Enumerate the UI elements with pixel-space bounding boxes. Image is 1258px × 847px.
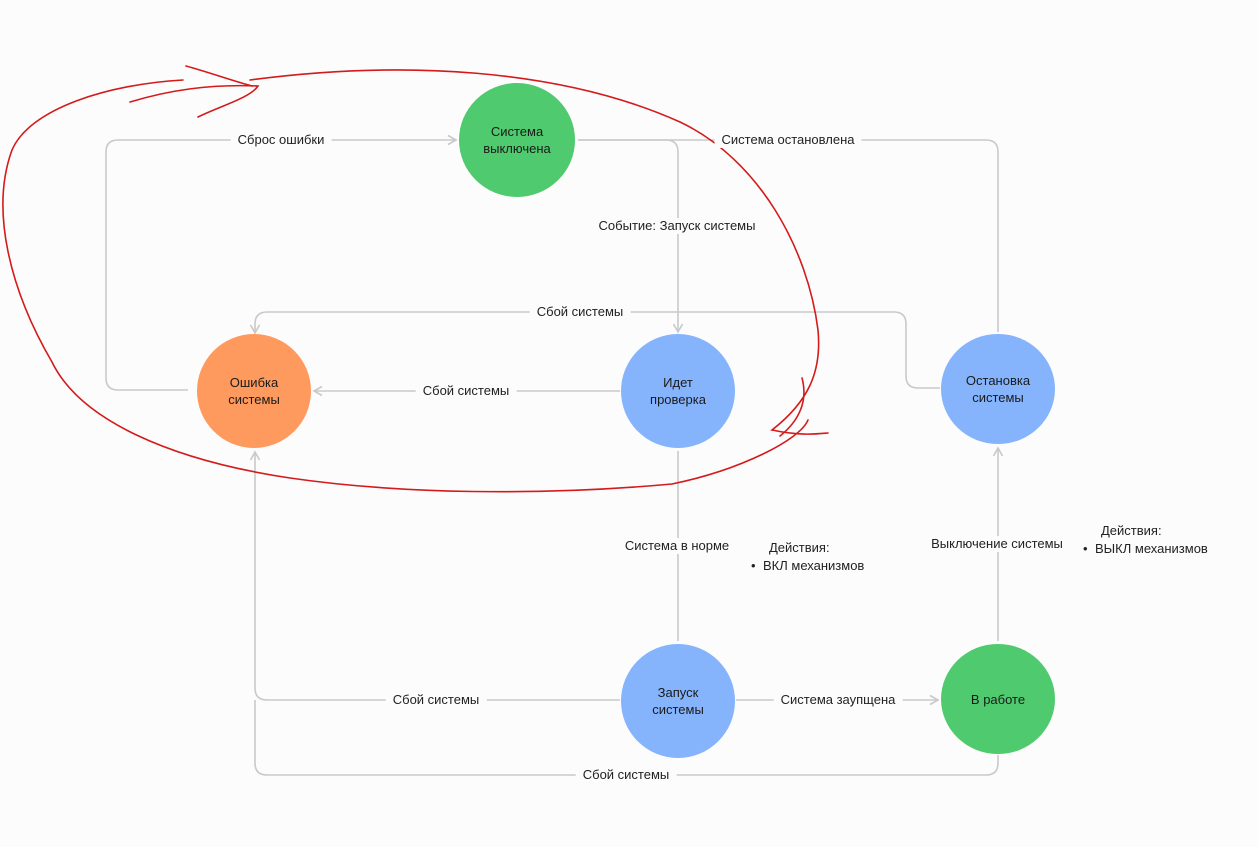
- label-system-started: Система заупщена: [773, 692, 903, 708]
- label-failure-check: Сбой системы: [415, 383, 517, 399]
- node-system-off[interactable]: Система выключена: [459, 83, 575, 197]
- node-system-start-line2: системы: [652, 702, 704, 717]
- edge-failure-start: [249, 450, 620, 701]
- note-actions-off: Действия: ВЫКЛ механизмов: [1083, 522, 1208, 558]
- note-actions-on: Действия: ВКЛ механизмов: [751, 539, 864, 575]
- label-failure-bottom: Сбой системы: [575, 767, 677, 783]
- label-reset-error: Сброс ошибки: [230, 132, 332, 148]
- node-system-error[interactable]: Ошибка системы: [197, 334, 311, 448]
- note-actions-on-title: Действия:: [769, 540, 830, 555]
- node-system-start[interactable]: Запуск системы: [621, 644, 735, 758]
- label-system-shutdown: Выключение системы: [924, 536, 1070, 552]
- node-system-stopping-line1: Остановка: [965, 373, 1031, 388]
- node-system-error-line2: системы: [228, 392, 280, 407]
- node-system-stopping-line2: системы: [972, 390, 1024, 405]
- edge-event-start: [578, 139, 684, 334]
- node-system-off-line2: выключена: [483, 141, 551, 156]
- node-system-error-line1: Ошибка: [229, 375, 279, 390]
- node-system-stopping[interactable]: Остановка системы: [941, 334, 1055, 444]
- node-checking[interactable]: Идет проверка: [621, 334, 735, 448]
- node-running-line1: В работе: [970, 691, 1026, 707]
- node-checking-line2: проверка: [650, 392, 706, 407]
- node-running[interactable]: В работе: [941, 644, 1055, 754]
- label-system-stopped: Система остановлена: [714, 132, 862, 148]
- edge-failure-top: [249, 311, 940, 389]
- label-failure-start: Сбой системы: [385, 692, 487, 708]
- label-system-ok: Система в норме: [617, 538, 737, 554]
- hand-drawn-annotation: [2, 65, 829, 493]
- edge-reset-error: [105, 134, 458, 391]
- label-event-start: Событие: Запуск системы: [591, 218, 763, 234]
- note-actions-off-item: ВЫКЛ механизмов: [1083, 540, 1208, 558]
- note-actions-on-item: ВКЛ механизмов: [751, 557, 864, 575]
- node-system-start-line1: Запуск: [657, 685, 699, 700]
- label-failure-top: Сбой системы: [529, 304, 631, 320]
- edge-system-stopped: [578, 139, 999, 332]
- note-actions-off-title: Действия:: [1101, 523, 1162, 538]
- node-checking-line1: Идет: [663, 375, 693, 390]
- node-system-off-line1: Система: [490, 124, 544, 139]
